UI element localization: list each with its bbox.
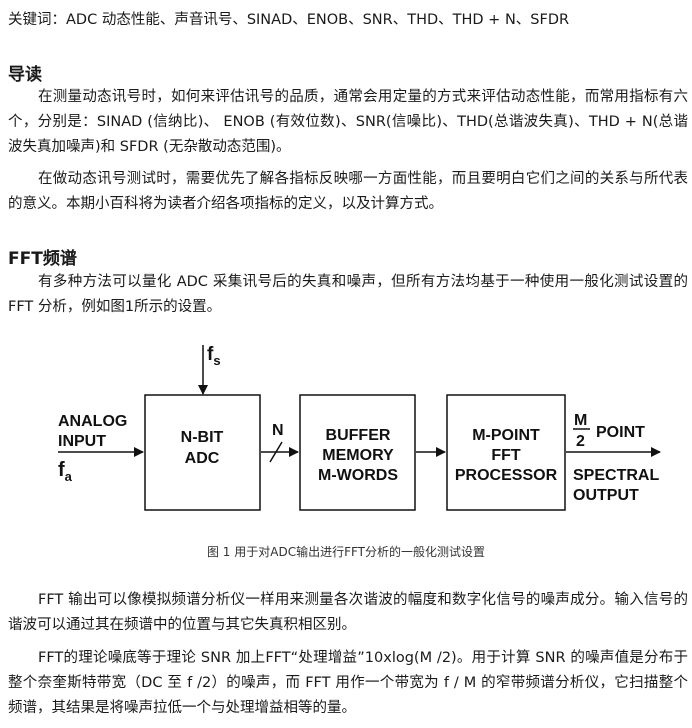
- section-heading-intro: 导读: [8, 65, 42, 85]
- fs-label: fs: [207, 344, 221, 368]
- bus-width-label: N: [272, 422, 284, 439]
- output-fraction-numerator: M: [574, 412, 587, 429]
- fft-paragraph-3: FFT的理论噪底等于理论 SNR 加上FFT“处理增益”10xlog(M /2)…: [8, 650, 688, 716]
- keywords-line: 关键词：ADC 动态性能、声音讯号、SINAD、ENOB、SNR、THD、THD…: [8, 12, 570, 28]
- buffer-label-line2: MEMORY: [322, 447, 394, 464]
- adc-block: [144, 394, 261, 511]
- output-label-line2: SPECTRAL: [573, 467, 659, 484]
- output-fraction-denominator: 2: [576, 433, 585, 450]
- fft-processor-block: [446, 394, 566, 511]
- output-label-line3: OUTPUT: [573, 487, 639, 504]
- output-point-label: POINT: [596, 424, 645, 441]
- bus-slash: [269, 441, 283, 463]
- buffer-memory-block: [299, 394, 416, 511]
- fft-test-setup-diagram: fs ANALOG INPUT fa N-BIT ADC N BUFFER ME…: [58, 344, 661, 511]
- fft-paragraph-2: FFT 输出可以像模拟频谱分析仪一样用来测量各次谐波的幅度和数字化信号的噪声成分…: [8, 592, 688, 633]
- intro-paragraph-1: 在测量动态讯号时，如何来评估讯号的品质，通常会用定量的方式来评估动态性能，而常用…: [8, 89, 688, 155]
- adc-label-line2: ADC: [185, 450, 220, 467]
- analog-input-line1: ANALOG: [58, 413, 127, 430]
- fft-label-line2: FFT: [491, 447, 521, 464]
- section-heading-fft: FFT频谱: [8, 249, 77, 269]
- analog-input-line2: INPUT: [58, 433, 106, 450]
- buffer-label-line3: M-WORDS: [318, 467, 398, 484]
- fft-label-line1: M-POINT: [472, 427, 540, 444]
- fft-paragraph-1: 有多种方法可以量化 ADC 采集讯号后的失真和噪声，但所有方法均基于一种使用一般…: [8, 274, 688, 315]
- intro-paragraph-2: 在做动态讯号测试时，需要优先了解各指标反映哪一方面性能，而且要明白它们之间的关系…: [8, 171, 688, 212]
- fa-label: fa: [58, 459, 73, 484]
- buffer-label-line1: BUFFER: [326, 427, 391, 444]
- fft-label-line3: PROCESSOR: [455, 467, 558, 484]
- figure-caption: 图 1 用于对ADC输出进行FFT分析的一般化测试设置: [206, 545, 486, 559]
- adc-label-line1: N-BIT: [181, 429, 224, 446]
